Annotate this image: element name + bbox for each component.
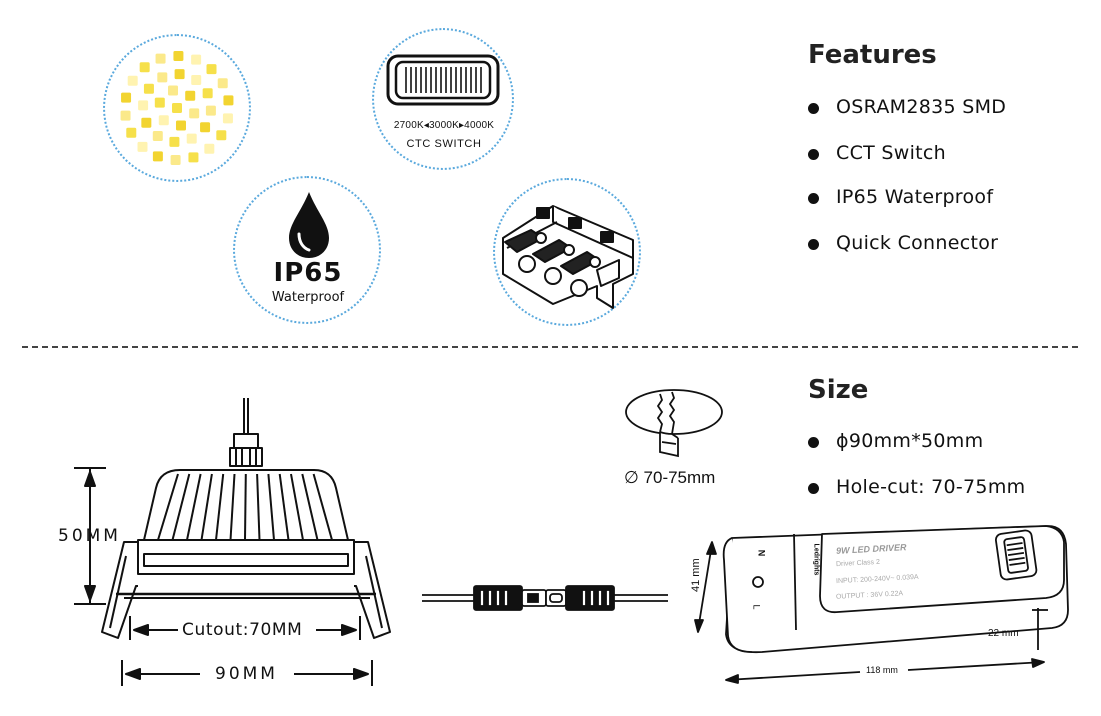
ip-rating: IP65: [273, 258, 343, 288]
section-divider: [22, 346, 1078, 348]
cct-switch-circle: 2700K◂3000K▸4000K CTC SWITCH: [372, 28, 514, 170]
cable-connector-icon: [422, 585, 668, 611]
driver-length-label: 118 mm: [866, 665, 898, 675]
bullet-icon: [808, 239, 819, 250]
height-dimension-label: 50MM: [58, 526, 121, 546]
size-title: Size: [808, 375, 869, 405]
bullet-icon: [808, 103, 819, 114]
driver-l-terminal: L: [751, 604, 762, 610]
feature-item: CCT Switch: [808, 142, 1006, 186]
bullet-icon: [808, 149, 819, 160]
driver-height-label: 41 mm: [690, 558, 702, 592]
hole-cut-icon: [625, 389, 723, 458]
ip65-circle: IP65 Waterproof: [233, 176, 381, 324]
cct-range-label: 2700K◂3000K▸4000K: [393, 120, 495, 131]
bullet-icon: [808, 193, 819, 204]
feature-item: Quick Connector: [808, 232, 1006, 262]
led-chip-circle: [103, 34, 251, 182]
feature-item: IP65 Waterproof: [808, 186, 1006, 232]
quick-connector-icon: [502, 205, 634, 309]
connector-circle: [493, 178, 641, 326]
switch-icon: [386, 54, 500, 106]
downlight-drawing: [74, 398, 391, 686]
features-title: Features: [808, 40, 937, 70]
cutout-dimension-label: Cutout:70MM: [182, 620, 303, 640]
features-list: OSRAM2835 SMD CCT Switch IP65 Waterproof…: [808, 96, 1006, 262]
cct-switch-label: CTC SWITCH: [406, 138, 482, 150]
led-array-icon: [120, 51, 234, 165]
ip-label: Waterproof: [271, 290, 345, 305]
size-item: Hole-cut: 70-75mm: [808, 476, 1025, 506]
size-list: ϕ90mm*50mm Hole-cut: 70-75mm: [808, 430, 1025, 506]
water-drop-icon: [289, 192, 329, 258]
bullet-icon: [808, 437, 819, 448]
driver-n-terminal: N: [756, 549, 767, 557]
driver-thickness-label: 22 mm: [988, 628, 1019, 639]
hole-dimension-label: ∅ 70-75mm: [624, 468, 716, 487]
bullet-icon: [808, 483, 819, 494]
driver-brand: Ledrights: [812, 543, 820, 576]
feature-item: OSRAM2835 SMD: [808, 96, 1006, 142]
width-dimension-label: 90MM: [215, 664, 278, 684]
led-driver-drawing: [694, 525, 1069, 684]
size-item: ϕ90mm*50mm: [808, 430, 1025, 476]
